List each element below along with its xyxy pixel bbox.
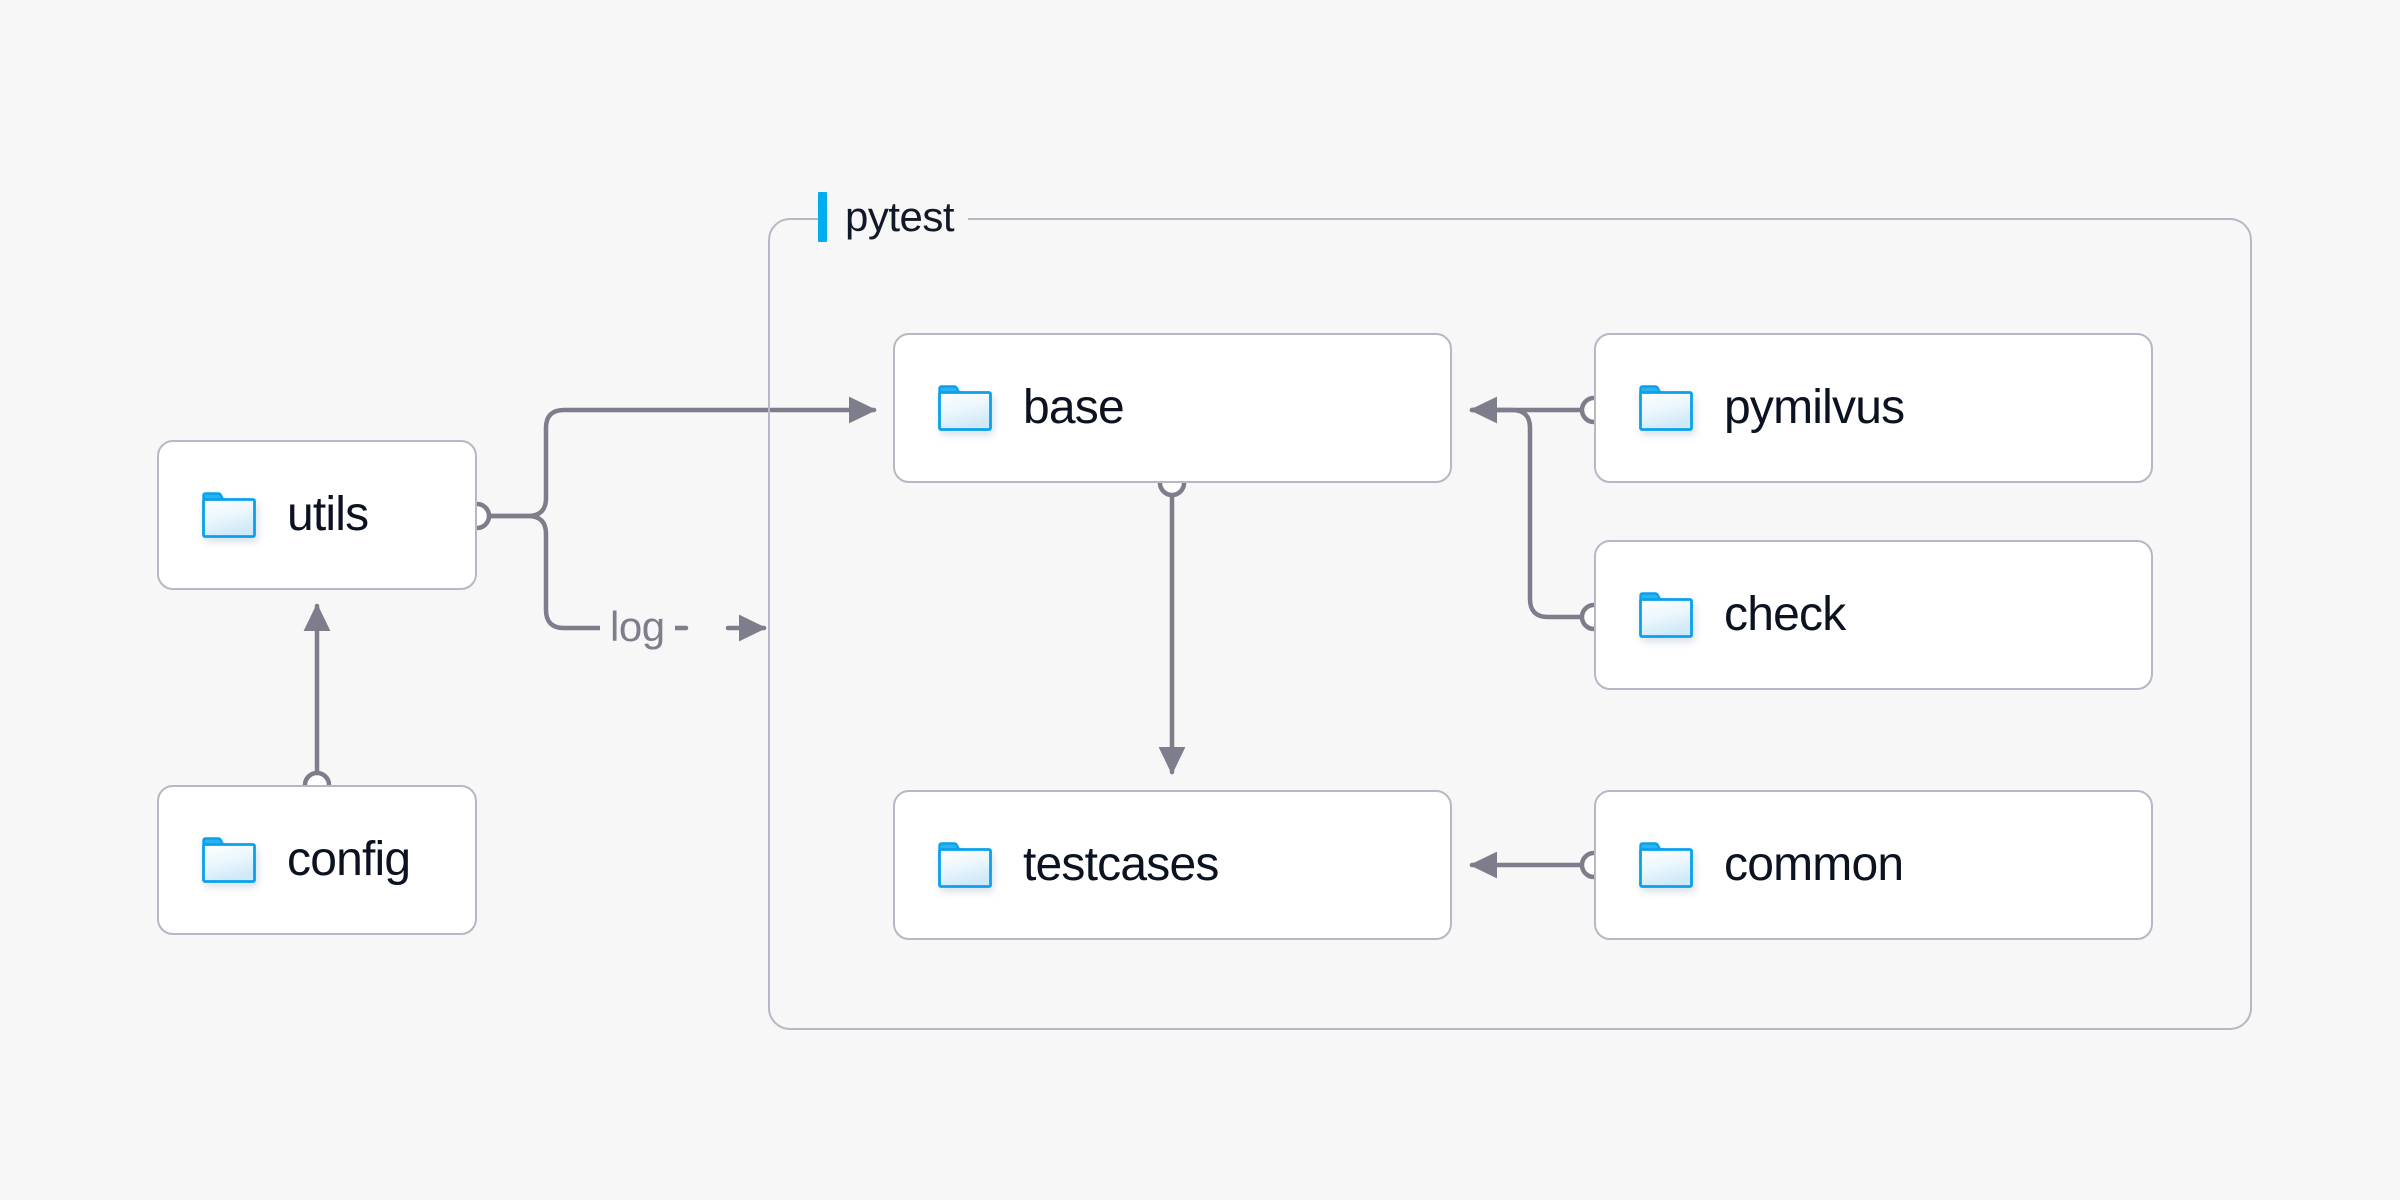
node-label: check (1724, 588, 1846, 641)
node-pymilvus[interactable]: pymilvus (1594, 333, 2153, 483)
folder-icon (1639, 592, 1693, 638)
node-label: utils (287, 488, 369, 541)
node-label: testcases (1023, 838, 1219, 891)
folder-icon (1639, 385, 1693, 431)
node-label: config (287, 833, 411, 886)
node-config[interactable]: config (157, 785, 477, 935)
node-common[interactable]: common (1594, 790, 2153, 940)
node-utils[interactable]: utils (157, 440, 477, 590)
node-label: common (1724, 838, 1904, 891)
node-label: pymilvus (1724, 381, 1905, 434)
folder-icon (202, 492, 256, 538)
group-accent-bar (818, 192, 827, 242)
node-testcases[interactable]: testcases (893, 790, 1452, 940)
edge-label-log: log (600, 606, 675, 648)
folder-icon (938, 385, 992, 431)
pytest-group-container (768, 218, 2252, 1030)
node-base[interactable]: base (893, 333, 1452, 483)
folder-icon (202, 837, 256, 883)
folder-icon (938, 842, 992, 888)
group-title-text: pytest (845, 193, 955, 240)
folder-icon (1639, 842, 1693, 888)
pytest-group-label: pytest (818, 190, 969, 244)
node-check[interactable]: check (1594, 540, 2153, 690)
node-label: base (1023, 381, 1125, 434)
